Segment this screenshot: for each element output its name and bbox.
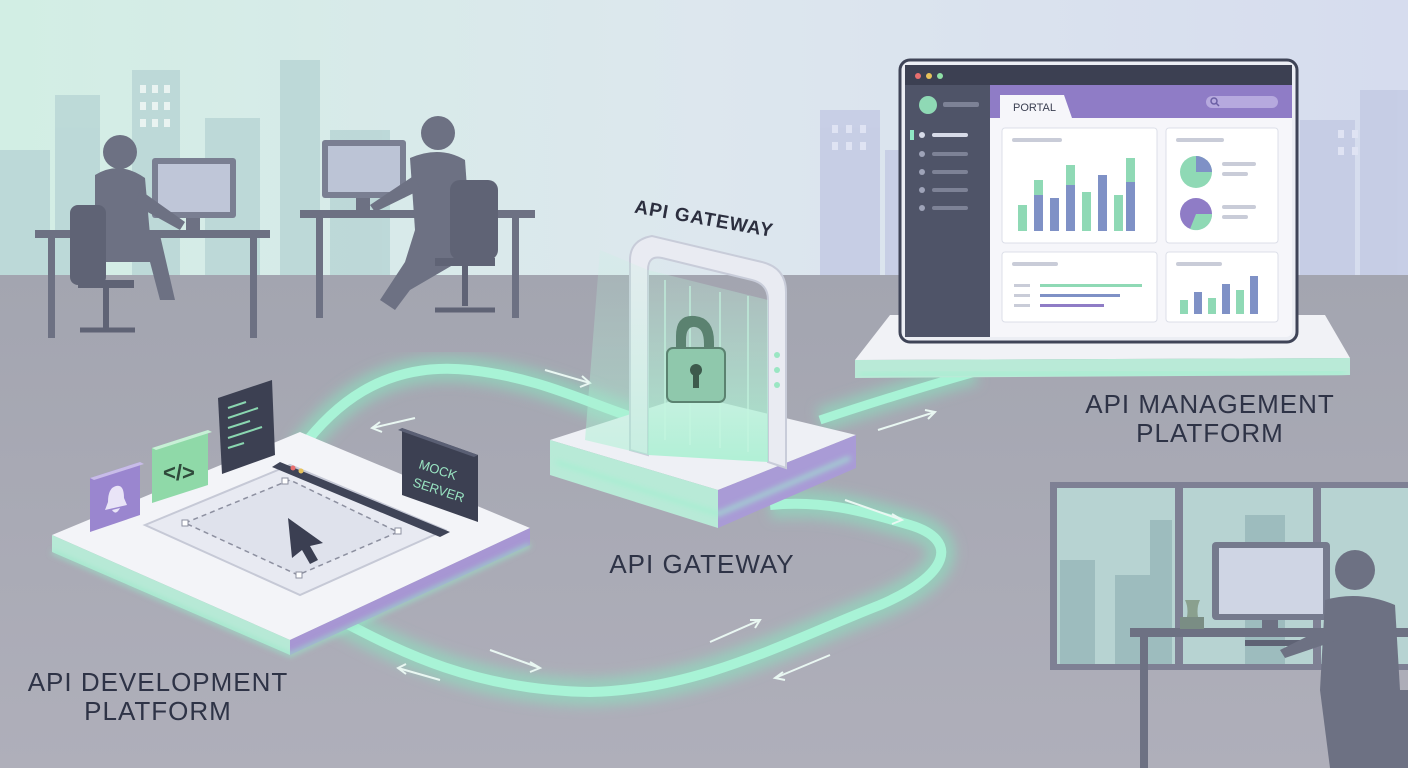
code-card [152, 430, 212, 503]
skyline-windows [140, 85, 170, 127]
dashboard-pie-charts [1180, 156, 1213, 231]
dashboard-cards [1001, 127, 1279, 323]
bell-icon [105, 485, 127, 513]
gateway-arch [585, 234, 787, 470]
lock-icon [666, 315, 726, 403]
management-platform-label-line2: PLATFORM [1136, 418, 1284, 449]
development-platform-label-line2: PLATFORM [84, 696, 232, 727]
dashboard-bar-chart-2 [1180, 276, 1258, 314]
gateway-label: API GATEWAY [592, 549, 812, 579]
search-icon [1210, 97, 1220, 107]
terminal-card [218, 380, 275, 474]
development-platform-label: API DEVELOPMENT PLATFORM [18, 667, 298, 727]
flow-arrows [369, 369, 938, 681]
developers-silhouette [35, 116, 535, 338]
mock-server-card: MOCK SERVER [398, 428, 478, 522]
portal-tab-label: PORTAL [1013, 102, 1056, 114]
gateway-label-text: API GATEWAY [609, 549, 795, 579]
dashboard-bar-chart-1 [1018, 158, 1135, 231]
development-platform-label-line1: API DEVELOPMENT [27, 667, 289, 697]
cursor-icon [288, 518, 323, 564]
operator-silhouette [1130, 542, 1408, 768]
code-icon: </> [163, 460, 195, 485]
management-platform-label-line1: API MANAGEMENT [1085, 389, 1335, 419]
management-platform-label: API MANAGEMENT PLATFORM [1070, 389, 1350, 449]
